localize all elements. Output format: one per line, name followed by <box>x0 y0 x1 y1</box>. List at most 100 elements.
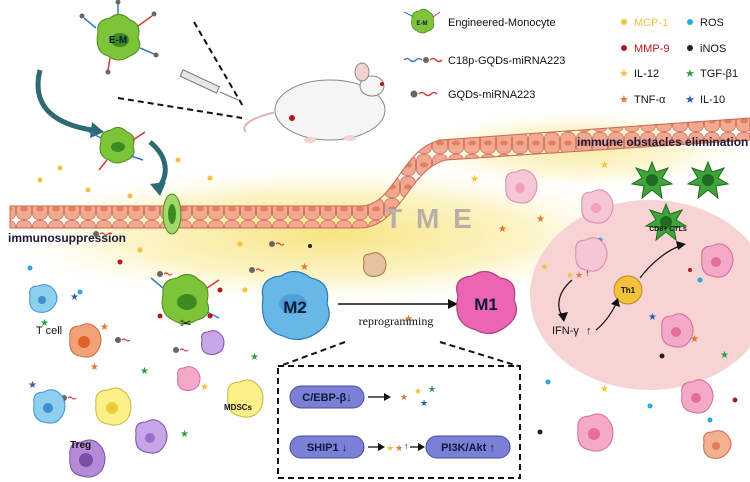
svg-text:★: ★ <box>690 334 699 345</box>
legend-molecule-tnf: TNF-α <box>634 94 666 106</box>
legend-tgf-star-icon: ★ <box>685 68 695 80</box>
m1-macrophage: M1 <box>456 270 517 335</box>
pathway-arrow-1-head <box>384 393 391 401</box>
pathway-star-d: ★ <box>420 398 428 408</box>
immune-cells-left <box>29 252 387 478</box>
legend-mmp9-dot <box>621 45 627 51</box>
zoom-line-right <box>439 341 519 367</box>
legend-molecule-il12: IL-12 <box>634 68 659 80</box>
svg-text:★: ★ <box>648 312 657 323</box>
ifn-up-arrow: ↑ <box>586 325 592 337</box>
svg-text:★: ★ <box>100 322 109 333</box>
monocyte-transmigrating <box>162 193 182 235</box>
svg-text:★: ★ <box>600 384 609 395</box>
svg-text:★: ★ <box>40 318 49 329</box>
ifn-to-th1-arrow <box>595 303 617 331</box>
svg-text:★: ★ <box>404 314 413 325</box>
scattered-gqd-particles <box>61 231 285 401</box>
immune-obstacles-label: immune obstacles elimination <box>577 135 748 149</box>
cd8-label: CD8+ CTLs <box>649 226 687 233</box>
pathway-star-c: ★ <box>428 384 436 394</box>
tme-glow <box>0 165 660 305</box>
ifn-to-th1-arrow-head <box>611 298 620 307</box>
legend-inos-dot <box>687 45 693 51</box>
syringe-icon <box>179 69 239 101</box>
legend-engineered-monocyte: E-M <box>403 8 441 34</box>
svg-text:★: ★ <box>536 214 545 225</box>
tcell-label: T cell <box>36 325 62 337</box>
svg-text:★: ★ <box>70 292 79 303</box>
legend-gqds-icon <box>410 90 438 98</box>
zoom-line-left <box>279 341 346 367</box>
th1-label: Th1 <box>621 286 636 295</box>
svg-text:★: ★ <box>90 362 99 373</box>
il12-star-icon: ★ <box>566 270 574 280</box>
legend-c18p-icon <box>403 57 443 63</box>
cytokine-up-arrow: ↑ <box>585 268 590 278</box>
svg-text:★: ★ <box>720 350 729 361</box>
tnf-star-icon: ★ <box>575 270 583 280</box>
engineered-monocyte-middle <box>88 126 146 171</box>
legend-il10-star-icon: ★ <box>685 94 695 106</box>
tme-label: T M E <box>385 203 475 234</box>
pathway-star-b: ★ <box>414 386 422 396</box>
svg-text:★: ★ <box>180 429 189 440</box>
pathway-up-arrow: ↑ <box>404 441 409 451</box>
legend-mcp1-dot <box>621 19 627 25</box>
cytokine-to-ifn-arrow-head <box>558 312 568 322</box>
legend-ros-dot <box>687 19 693 25</box>
reprogramming-label: reprogramming <box>359 314 434 328</box>
curved-arrow-1 <box>35 69 93 133</box>
legend-item-gqds: GQDs-miRNA223 <box>448 89 535 101</box>
em-badge: E-M <box>109 35 127 46</box>
scattered-particles: ★ ★ ★ ★ ★ ★ ★ ★ ★ ★ ★ ★ ★ ★ ★ ★ ★ ★ ★ ★ <box>27 157 738 440</box>
m2-label: M2 <box>283 298 307 317</box>
mouse-illustration <box>243 62 386 143</box>
legend-item-c18p-gqds: C18p-GQDs-miRNA223 <box>448 55 565 67</box>
monocyte-releasing <box>150 274 220 325</box>
tumor-cells <box>505 169 734 459</box>
legend-il12-star-icon: ★ <box>619 68 629 80</box>
engineered-monocyte-top: E-M <box>79 0 159 75</box>
pathway-arrow-3-head <box>418 443 425 451</box>
dashed-line-a <box>193 21 245 109</box>
svg-text:★: ★ <box>470 174 479 185</box>
pathway-pill-pi3k <box>425 435 511 459</box>
svg-text:★: ★ <box>200 382 209 393</box>
treg-label: Treg <box>70 440 91 451</box>
svg-text:★: ★ <box>28 380 37 391</box>
curved-arrow-2-head <box>150 182 166 196</box>
scissors-icon: ✂ <box>180 315 192 331</box>
pathway-cebp-label: C/EBP-β↓ <box>302 392 352 404</box>
pathway-pi3k-label: PI3K/Akt ↑ <box>441 442 495 454</box>
th1-to-ctl-arrow-head <box>676 241 686 250</box>
legend-molecule-inos: iNOS <box>700 43 726 55</box>
pathway-box <box>277 365 521 479</box>
legend-item-engineered-monocyte: Engineered-Monocyte <box>448 17 556 29</box>
svg-text:★: ★ <box>600 160 609 171</box>
legend-molecule-tgf: TGF-β1 <box>700 68 738 80</box>
svg-text:★: ★ <box>540 262 549 273</box>
pathway-pill-cebp <box>289 385 365 409</box>
svg-text:★: ★ <box>498 224 507 235</box>
reprogramming-arrow-head <box>448 299 458 309</box>
pathway-star-a: ★ <box>400 392 408 402</box>
pathway-ship1-label: SHIP1 ↓ <box>307 442 347 454</box>
legend-em-badge: E-M <box>417 21 428 27</box>
pathway-star-f: ★ <box>395 443 403 453</box>
pathway-arrow-2-head <box>378 443 385 451</box>
dashed-line-b <box>117 97 243 119</box>
svg-text:★: ★ <box>250 352 259 363</box>
svg-text:★: ★ <box>300 262 309 273</box>
legend-molecule-il10: IL-10 <box>700 94 725 106</box>
th1-to-ctl-arrow <box>639 245 681 279</box>
cd8-ctl-cells <box>630 160 730 242</box>
pathway-star-e: ★ <box>386 443 394 453</box>
legend-molecule-ros: ROS <box>700 17 724 29</box>
m1-label: M1 <box>474 295 498 314</box>
blood-vessel <box>9 117 750 229</box>
legend-tnf-star-icon: ★ <box>619 94 629 106</box>
ifn-label: IFN-γ <box>552 325 579 337</box>
